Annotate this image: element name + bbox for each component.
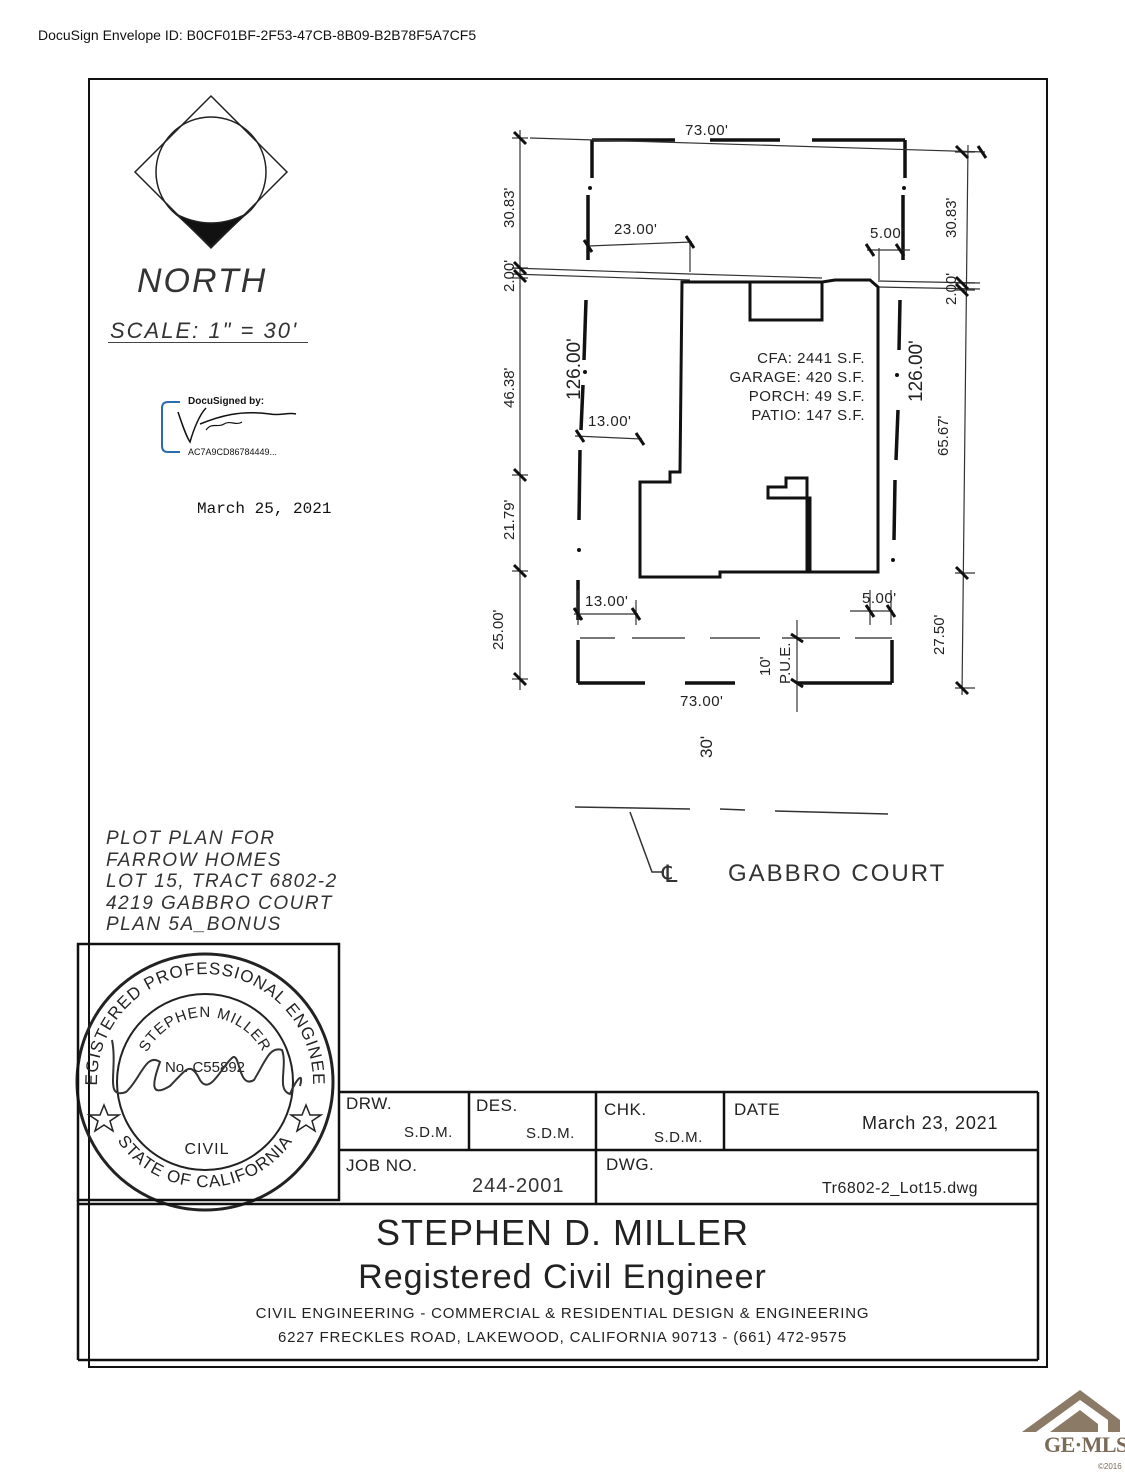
date-label: DATE [734, 1100, 781, 1119]
dimension-lines [512, 130, 986, 712]
engineer-seal: REGISTERED PROFESSIONAL ENGINEER STEPHEN… [0, 0, 335, 1212]
dim-easement-right: 2.00' [943, 273, 960, 305]
dim-lot-depth-left: 126.00' [564, 338, 585, 400]
gemls-house-icon [1022, 1390, 1120, 1432]
dim-street-width: 30' [697, 736, 716, 758]
firm-title: Registered Civil Engineer [358, 1258, 767, 1296]
north-label: NORTH [137, 262, 268, 300]
envelope-id: DocuSign Envelope ID: B0CF01BF-2F53-47CB… [38, 27, 477, 43]
dim-pue-label: P.U.E. [777, 643, 794, 684]
dim-side-left-lower: 21.79' [501, 499, 518, 540]
area-porch: PORCH: 49 S.F. [748, 388, 865, 405]
seal-discipline: CIVIL [184, 1141, 229, 1158]
firm-services: CIVIL ENGINEERING - COMMERCIAL & RESIDEN… [255, 1305, 870, 1322]
dim-width-bottom: 73.00' [680, 693, 723, 710]
plan-info-line: 4219 GABBRO COURT [106, 892, 333, 914]
dim-side-left: 46.38' [501, 367, 518, 408]
gemls-year: ©2016 [1098, 1462, 1122, 1471]
plan-info-line: FARROW HOMES [106, 849, 282, 871]
lot-boundary [576, 138, 907, 685]
drw-value: S.D.M. [404, 1124, 453, 1141]
star-icon [288, 1102, 324, 1133]
scale-label: SCALE: 1" = 30' [110, 318, 299, 343]
area-garage: GARAGE: 420 S.F. [729, 369, 865, 386]
plan-info-line: PLOT PLAN FOR [106, 828, 276, 849]
svg-text:STEPHEN MILLER: STEPHEN MILLER [136, 1004, 275, 1055]
job-label: JOB NO. [346, 1156, 418, 1175]
dim-setback-bot-left: 13.00' [585, 593, 628, 610]
dim-lot-depth-right: 126.00' [906, 340, 927, 402]
dim-setback-top-right: 5.00' [870, 225, 905, 242]
des-label: DES. [476, 1096, 518, 1115]
dim-setback-mid-left: 13.00' [588, 413, 631, 430]
plan-info-line: PLAN 5A_BONUS [106, 914, 282, 935]
dim-pue-number: 10' [757, 656, 774, 676]
street-centerline [574, 806, 889, 873]
street-name: GABBRO COURT [728, 860, 947, 887]
star-icon [86, 1102, 122, 1133]
dwg-value: Tr6802-2_Lot15.dwg [822, 1180, 979, 1197]
dim-width-top: 73.00' [685, 122, 728, 139]
scale-underline [108, 342, 308, 343]
dim-easement-left: 2.00' [501, 260, 518, 292]
dimension-ticks [512, 130, 988, 696]
chk-label: CHK. [604, 1100, 647, 1119]
building-footprint [638, 278, 880, 579]
plan-info-line: LOT 15, TRACT 6802-2 [106, 871, 338, 892]
firm-name: STEPHEN D. MILLER [375, 1212, 750, 1253]
title-block-grid [76, 942, 1040, 1362]
sign-date: March 25, 2021 [197, 500, 332, 518]
centerline-symbol: ℄ [662, 861, 678, 888]
seal-number: No. C55892 [165, 1059, 245, 1076]
firm-address: 6227 FRECKLES ROAD, LAKEWOOD, CALIFORNIA… [278, 1329, 847, 1346]
chk-value: S.D.M. [654, 1129, 703, 1146]
des-value: S.D.M. [526, 1125, 575, 1142]
dim-rear-left: 25.00' [490, 609, 507, 650]
area-summary: CFA: 2441 S.F. GARAGE: 420 S.F. PORCH: 4… [700, 349, 865, 425]
plan-info: PLOT PLAN FOR FARROW HOMES LOT 15, TRACT… [106, 828, 338, 936]
north-arrow-icon [133, 94, 289, 250]
dwg-label: DWG. [606, 1155, 655, 1174]
job-value: 244-2001 [472, 1175, 565, 1197]
dim-setback-bot-right: 5.00' [862, 590, 897, 607]
docusign-id: AC7A9CD86784449... [188, 447, 278, 457]
easement-lines [511, 267, 981, 290]
gemls-logo-text: GE·MLS [1044, 1432, 1125, 1457]
docusign-box [161, 401, 297, 453]
drawing-frame [88, 78, 1048, 1368]
area-cfa: CFA: 2441 S.F. [757, 350, 865, 367]
seal-inner-top-text: STEPHEN MILLER [136, 1004, 274, 1055]
dim-setback-top-left: 23.00' [614, 221, 657, 238]
area-patio: PATIO: 147 S.F. [751, 407, 865, 424]
dim-front-right: 30.83' [943, 197, 960, 238]
drw-label: DRW. [346, 1094, 393, 1113]
seal-signature [111, 1039, 302, 1096]
dim-rear-right: 27.50' [931, 614, 948, 655]
lot-boundary-dots [577, 186, 906, 562]
dim-front-left: 30.83' [501, 187, 518, 228]
dim-side-right: 65.67' [935, 415, 952, 456]
docusign-label: DocuSigned by: [186, 396, 267, 407]
date-value: March 23, 2021 [862, 1113, 999, 1133]
